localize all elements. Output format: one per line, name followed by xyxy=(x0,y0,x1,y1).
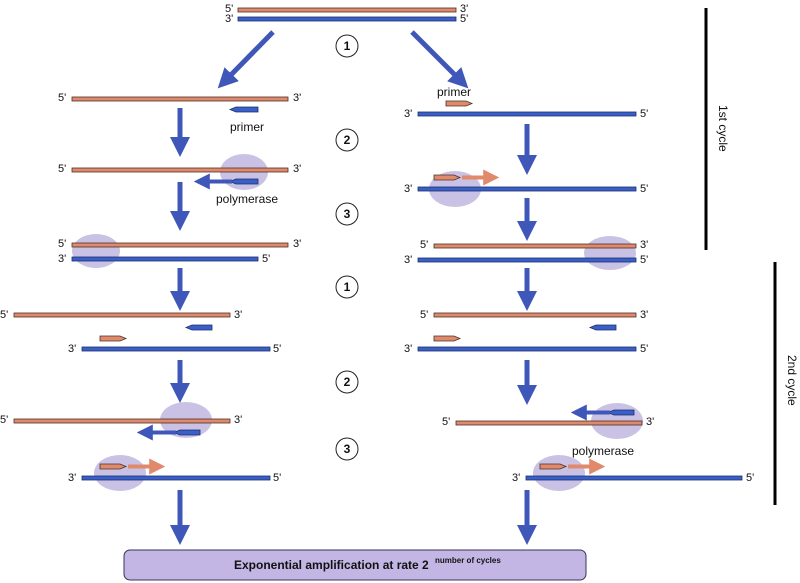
left-top-strand xyxy=(71,96,289,102)
polymerase-bubble xyxy=(94,455,146,491)
primer-orange xyxy=(99,463,128,470)
end-label: 5' xyxy=(58,238,66,250)
end-label: 5' xyxy=(420,309,428,321)
step-number: 2 xyxy=(344,133,351,147)
end-label: 5' xyxy=(58,163,66,175)
end-label: 3' xyxy=(225,13,233,25)
step-number: 1 xyxy=(344,280,351,294)
primer-orange xyxy=(445,100,474,107)
end-label: 5' xyxy=(58,92,66,104)
primer-orange xyxy=(433,335,462,342)
primer-blue xyxy=(172,429,201,436)
end-label: 3' xyxy=(234,414,242,426)
right-bottom-strand xyxy=(417,346,637,352)
end-label: 3' xyxy=(646,416,654,428)
polymerase-label: polymerase xyxy=(216,192,278,206)
right-bottom-strand xyxy=(417,111,637,117)
new-strand-blue xyxy=(71,256,259,262)
primer-orange xyxy=(99,335,128,342)
split-arrow-right xyxy=(410,30,469,89)
step-circle-2: 2 xyxy=(335,370,359,394)
primer-blue xyxy=(184,324,213,331)
polymerase-bubble xyxy=(72,234,120,268)
polymerase-label: polymerase xyxy=(572,444,634,458)
primer-orange xyxy=(539,463,568,470)
end-label: 3' xyxy=(512,472,520,484)
end-label: 3' xyxy=(640,239,648,251)
step-number: 3 xyxy=(344,442,351,456)
new-strand-orange xyxy=(433,243,637,249)
end-label: 5' xyxy=(262,253,270,265)
end-label: 5' xyxy=(0,414,8,426)
new-strand-blue xyxy=(81,475,271,481)
polymerase-bubble xyxy=(533,455,585,491)
right-bottom-strand xyxy=(525,475,743,481)
left-top-strand xyxy=(71,242,289,248)
cycle-label-2: 2nd cycle xyxy=(785,355,799,406)
end-label: 5' xyxy=(420,239,428,251)
end-label: 3' xyxy=(293,238,301,250)
left-top-strand xyxy=(13,312,231,318)
end-label: 3' xyxy=(293,163,301,175)
step-number: 2 xyxy=(344,375,351,389)
right-bottom-strand xyxy=(417,257,637,263)
step-circle-3: 3 xyxy=(335,202,359,226)
primer-blue xyxy=(606,409,635,416)
left-top-strand xyxy=(71,167,289,173)
left-top-strand xyxy=(13,418,231,424)
primer-label: primer xyxy=(437,85,471,99)
end-label: 5' xyxy=(460,13,468,25)
new-strand-orange xyxy=(433,312,637,318)
amplification-banner: Exponential amplification at rate 2 numb… xyxy=(123,549,587,581)
step-circle-3: 3 xyxy=(335,437,359,461)
end-label: 3' xyxy=(68,343,76,355)
end-label: 3' xyxy=(640,309,648,321)
primer-blue xyxy=(588,324,617,331)
end-label: 3' xyxy=(404,183,412,195)
step-circle-2: 2 xyxy=(335,128,359,152)
primer-label: primer xyxy=(230,120,264,134)
end-label: 5' xyxy=(273,472,281,484)
step-circle-1: 1 xyxy=(335,275,359,299)
end-label: 3' xyxy=(404,254,412,266)
end-label: 3' xyxy=(460,3,468,15)
banner-superscript: number of cycles xyxy=(435,556,501,565)
end-label: 5' xyxy=(746,472,754,484)
end-label: 5' xyxy=(640,343,648,355)
template-strand-top xyxy=(237,7,457,13)
step-number: 3 xyxy=(344,207,351,221)
primer-orange xyxy=(433,174,462,181)
right-bottom-strand xyxy=(417,186,637,192)
end-label: 3' xyxy=(58,253,66,265)
polymerase-bubble xyxy=(584,236,636,270)
primer-blue xyxy=(228,106,259,113)
end-label: 5' xyxy=(273,343,281,355)
split-arrow-left xyxy=(217,30,275,89)
end-label: 3' xyxy=(404,343,412,355)
new-strand-orange xyxy=(455,420,643,426)
end-label: 5' xyxy=(640,183,648,195)
end-label: 5' xyxy=(640,254,648,266)
cycle-label-1: 1st cycle xyxy=(716,105,730,152)
end-label: 5' xyxy=(442,416,450,428)
end-label: 3' xyxy=(293,92,301,104)
end-label: 5' xyxy=(640,108,648,120)
primer-blue xyxy=(228,178,259,185)
end-label: 3' xyxy=(68,472,76,484)
end-label: 5' xyxy=(225,3,233,15)
end-label: 5' xyxy=(0,309,8,321)
end-label: 3' xyxy=(234,309,242,321)
banner-text: Exponential amplification at rate 2 xyxy=(234,558,429,572)
step-circle-1: 1 xyxy=(335,34,359,58)
step-number: 1 xyxy=(344,39,351,53)
new-strand-blue xyxy=(81,346,271,352)
end-label: 3' xyxy=(404,108,412,120)
template-strand-bottom xyxy=(237,16,457,22)
